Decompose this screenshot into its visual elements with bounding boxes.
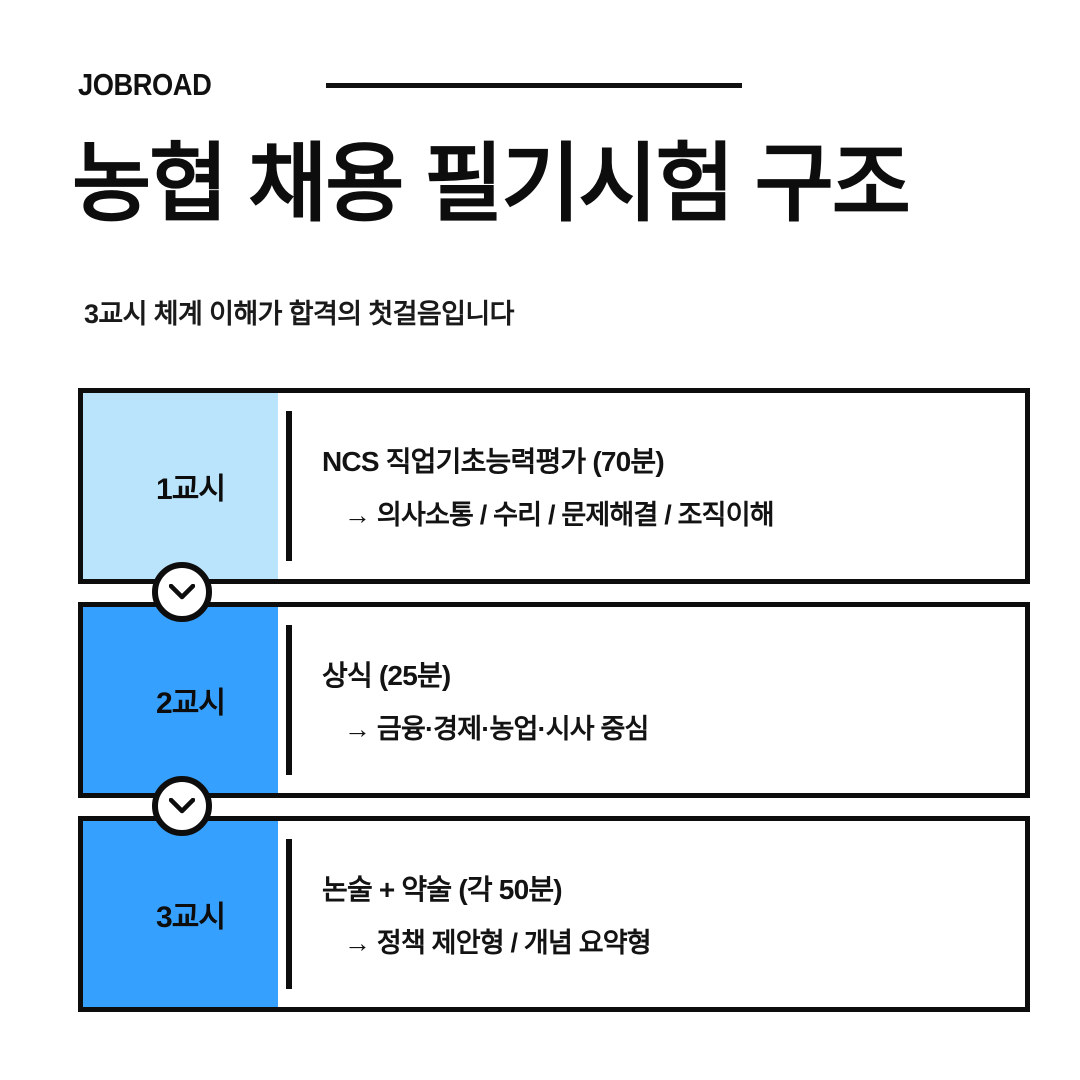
session-divider — [286, 625, 292, 775]
page-title: 농협 채용 필기시험 구조 — [72, 136, 911, 232]
session-tag-3: 3교시 — [83, 821, 278, 1007]
session-list: 1교시 NCS 직업기초능력평가 (70분) → 의사소통 / 수리 / 문제해… — [78, 388, 1030, 1012]
session-body-3: 논술 + 약술 (각 50분) → 정책 제안형 / 개념 요약형 — [292, 821, 1025, 1007]
session-card-2: 2교시 상식 (25분) → 금융·경제·농업·시사 중심 — [78, 602, 1030, 798]
chevron-down-icon — [152, 562, 212, 622]
brand-row: JOBROAD — [78, 62, 998, 108]
page-subtitle: 3교시 체계 이해가 합격의 첫걸음입니다 — [84, 299, 514, 329]
session-body-2: 상식 (25분) → 금융·경제·농업·시사 중심 — [292, 607, 1025, 793]
session-main-text: 논술 + 약술 (각 50분) — [322, 874, 563, 905]
header-rule — [325, 82, 742, 88]
session-main-text: NCS 직업기초능력평가 (70분) — [322, 446, 665, 477]
session-tag-1: 1교시 — [83, 393, 278, 579]
session-main-text: 상식 (25분) — [322, 660, 451, 691]
session-tag-label: 1교시 — [156, 473, 226, 506]
session-card-3: 3교시 논술 + 약술 (각 50분) → 정책 제안형 / 개념 요약형 — [78, 816, 1030, 1012]
session-tag-label: 2교시 — [156, 687, 226, 720]
chevron-down-icon — [152, 776, 212, 836]
session-card-1: 1교시 NCS 직업기초능력평가 (70분) → 의사소통 / 수리 / 문제해… — [78, 388, 1030, 584]
session-body-1: NCS 직업기초능력평가 (70분) → 의사소통 / 수리 / 문제해결 / … — [292, 393, 1025, 579]
session-divider — [286, 839, 292, 989]
session-sub-text: → 정책 제안형 / 개념 요약형 — [344, 928, 652, 958]
session-tag-label: 3교시 — [156, 901, 226, 934]
session-sub-text: → 의사소통 / 수리 / 문제해결 / 조직이해 — [344, 500, 775, 530]
brand-logo: JOBROAD — [78, 67, 212, 102]
session-tag-2: 2교시 — [83, 607, 278, 793]
session-sub-text: → 금융·경제·농업·시사 중심 — [344, 714, 649, 744]
session-divider — [286, 411, 292, 561]
